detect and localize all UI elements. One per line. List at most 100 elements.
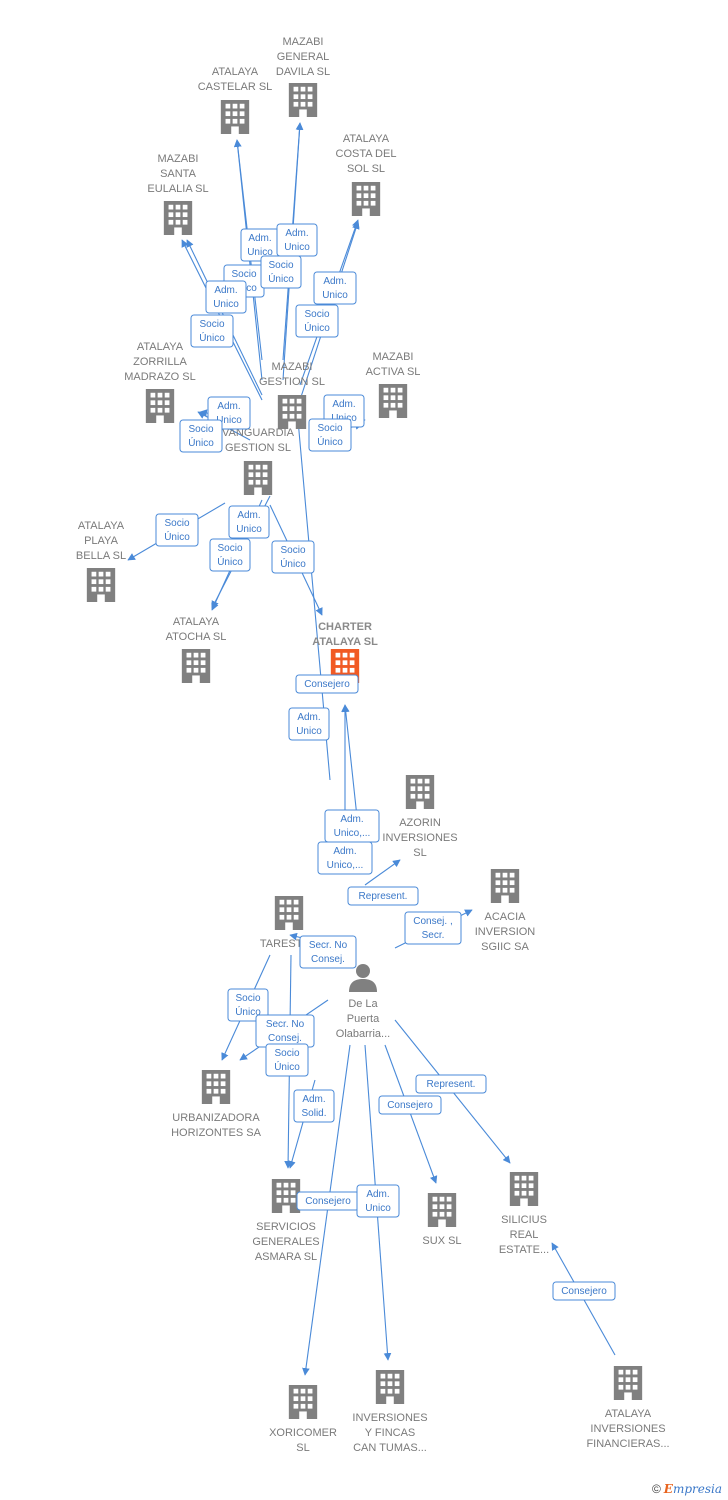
node-label: MADRAZO SL (124, 371, 196, 383)
edge-label-text: Represent. (359, 891, 408, 902)
edge-label-19[interactable]: Adm. Unico,... (317, 841, 373, 875)
node-label: SERVICIOS (256, 1221, 316, 1233)
edge-label-text: Único (217, 555, 243, 568)
building-icon (509, 1172, 539, 1206)
edge-label-box (415, 1074, 487, 1094)
edge-label-box (299, 935, 357, 969)
edge-label-box (190, 314, 234, 348)
edge-label-text: Unico,... (327, 860, 364, 871)
edge-label-20[interactable]: Represent. (347, 886, 419, 906)
node-label: Olabarria... (336, 1028, 390, 1040)
edge-label-26[interactable]: Adm.Solid. (293, 1089, 335, 1123)
node-label: ACACIA (485, 911, 527, 923)
edge-label-5[interactable]: Adm.Unico (313, 271, 357, 305)
edge-labels-layer: Adm.UnicoAdm.UnicoSocioÚnicoSocioÚnicoAd… (155, 223, 616, 1301)
node-atalaya-inversiones-financieras[interactable]: ATALAYAINVERSIONESFINANCIERAS... (586, 1366, 670, 1450)
node-label: SILICIUS (501, 1214, 547, 1226)
edge-label-27[interactable]: Represent. (415, 1074, 487, 1094)
edge-label-text: Socio (188, 424, 213, 435)
node-de-la-puerta[interactable]: De LaPuertaOlabarria... (336, 964, 390, 1040)
node-label: ATALAYA (343, 133, 390, 145)
brand-initial: E (663, 1482, 673, 1496)
edge-label-text: Adm. (302, 1094, 325, 1105)
edge-label-text: Unico (216, 415, 242, 426)
brand-name: mpresia (672, 1482, 722, 1496)
building-icon (274, 896, 304, 930)
edge-label-text: Adm. (214, 285, 237, 296)
edge-label-text: Consej. (311, 954, 345, 965)
edge-label-29[interactable]: Consejero (296, 1191, 360, 1211)
node-label: CAN TUMAS... (353, 1442, 427, 1454)
edge-label-text: Adm. (333, 846, 356, 857)
node-label: INVERSIONES (590, 1423, 665, 1435)
node-label: MAZABI (272, 361, 313, 373)
node-silicius-real-estate[interactable]: SILICIUSREALESTATE... (499, 1172, 549, 1256)
node-label: Y FINCAS (365, 1427, 416, 1439)
node-label: ATALAYA (78, 520, 125, 532)
edge-label-16[interactable]: Consejero (295, 674, 359, 694)
empresia-credit[interactable]: ©Empresia (652, 1482, 722, 1496)
node-mazabi-gestion[interactable]: MAZABI GESTION SL (259, 361, 325, 429)
edge-label-box (404, 911, 462, 945)
edge-label-22[interactable]: Secr. No Consej. (299, 935, 357, 969)
edge-label-1[interactable]: Adm.Unico (276, 223, 318, 257)
building-icon (405, 775, 435, 809)
edge-label-box (356, 1184, 400, 1218)
building-icon (375, 1370, 405, 1404)
node-label: MAZABI (158, 153, 199, 165)
building-icon (378, 384, 408, 418)
edge-label-17[interactable]: Adm. Unico (288, 707, 330, 741)
edge-label-text: Secr. No (309, 940, 348, 951)
edge-label-box (295, 674, 359, 694)
edge-label-text: Unico (213, 299, 239, 310)
edge-label-text: Unico (296, 726, 322, 737)
node-sux[interactable]: SUX SL (422, 1193, 462, 1247)
edge-label-box (378, 1095, 442, 1115)
edge-label-30[interactable]: Adm.Unico (356, 1184, 400, 1218)
edge-label-text: Socio (235, 993, 260, 1004)
edge-label-18[interactable]: Adm.Unico,... (324, 809, 380, 843)
edge-label-text: Adm. (297, 712, 320, 723)
edge-label-text: Adm. (332, 399, 355, 410)
edge-label-text: Adm. (217, 401, 240, 412)
node-label: ATALAYA (605, 1408, 652, 1420)
edge-label-13[interactable]: Adm.Unico (228, 505, 270, 539)
edge-label-box (155, 513, 199, 547)
edge-label-4[interactable]: Adm. Unico (205, 280, 247, 314)
node-label: GESTION SL (259, 376, 325, 388)
edge-label-21[interactable]: Consej. ,Secr. (404, 911, 462, 945)
edge-label-28[interactable]: Consejero (378, 1095, 442, 1115)
node-label: ATALAYA (173, 616, 220, 628)
building-icon (351, 182, 381, 216)
edge-label-text: Adm. (340, 814, 363, 825)
edge-label-31[interactable]: Consejero (552, 1281, 616, 1301)
edge-label-text: Socio (317, 423, 342, 434)
